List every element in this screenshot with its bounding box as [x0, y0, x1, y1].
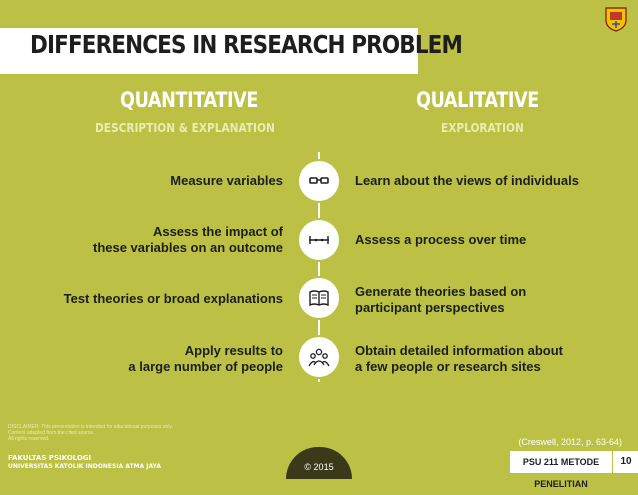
slide-title: DIFFERENCES IN RESEARCH PROBLEM [30, 30, 463, 59]
row-3-badge [297, 276, 341, 320]
faculty-label: FAKULTAS PSIKOLOGI [8, 454, 92, 462]
quantitative-item-2: Assess the impact of these variables on … [93, 224, 283, 256]
disclaimer-line-3: All rights reserved. [8, 436, 50, 442]
citation: (Creswell, 2012, p. 63-64) [518, 437, 622, 447]
disclaimer-line-1: DISCLAIMER: This presentation is intende… [8, 424, 173, 430]
book-icon [309, 290, 329, 307]
glasses-icon [309, 177, 329, 184]
quantitative-item-4-line-1: Apply results to [184, 343, 283, 358]
row-1-badge [297, 159, 341, 203]
disclaimer: DISCLAIMER: This presentation is intende… [8, 424, 173, 442]
quantitative-item-3-line-1: Test theories or broad explanations [63, 291, 283, 306]
people-icon [308, 348, 330, 367]
qualitative-item-3-line-2: participant perspectives [355, 300, 505, 315]
timeline-icon [309, 236, 329, 244]
qualitative-item-2: Assess a process over time [355, 232, 526, 248]
qualitative-item-4-line-1: Obtain detailed information about [355, 343, 563, 358]
quantitative-item-3: Test theories or broad explanations [64, 291, 283, 307]
title-band [0, 28, 418, 74]
row-2-badge [297, 218, 341, 262]
center-divider [318, 152, 320, 382]
course-label: PSU 211 METODE PENELITIAN [510, 451, 612, 489]
qualitative-item-4: Obtain detailed information about a few … [355, 343, 563, 375]
qualitative-item-4-line-2: a few people or research sites [355, 359, 541, 374]
qualitative-item-3: Generate theories based on participant p… [355, 284, 526, 316]
quantitative-heading: QUANTITATIVE [120, 88, 258, 112]
qualitative-item-2-line-1: Assess a process over time [355, 232, 527, 247]
quantitative-subheading: DESCRIPTION & EXPLANATION [95, 121, 275, 135]
qualitative-item-1-line-1: Learn about the views of individuals [355, 173, 579, 188]
row-4-badge [297, 335, 341, 379]
qualitative-item-3-line-1: Generate theories based on [355, 284, 527, 299]
quantitative-item-1-line-1: Measure variables [170, 173, 283, 188]
quantitative-item-1: Measure variables [170, 173, 283, 189]
quantitative-item-4: Apply results to a large number of peopl… [128, 343, 283, 375]
university-label: UNIVERSITAS KATOLIK INDONESIA ATMA JAYA [8, 463, 161, 470]
page-number: 10 [612, 451, 638, 473]
disclaimer-line-2: Content adapted from the cited source. [8, 430, 95, 436]
qualitative-subheading: EXPLORATION [441, 121, 524, 135]
quantitative-item-2-line-2: these variables on an outcome [92, 240, 283, 255]
slide: DIFFERENCES IN RESEARCH PROBLEM QUANTITA… [0, 7, 638, 489]
copyright-badge: © 2015 [286, 447, 352, 479]
quantitative-item-2-line-1: Assess the impact of [152, 224, 283, 239]
qualitative-item-1: Learn about the views of individuals [355, 173, 579, 189]
quantitative-item-4-line-2: a large number of people [128, 359, 283, 374]
copyright-text: © 2015 [304, 462, 334, 472]
qualitative-heading: QUALITATIVE [416, 88, 539, 112]
university-emblem-icon [605, 7, 627, 32]
